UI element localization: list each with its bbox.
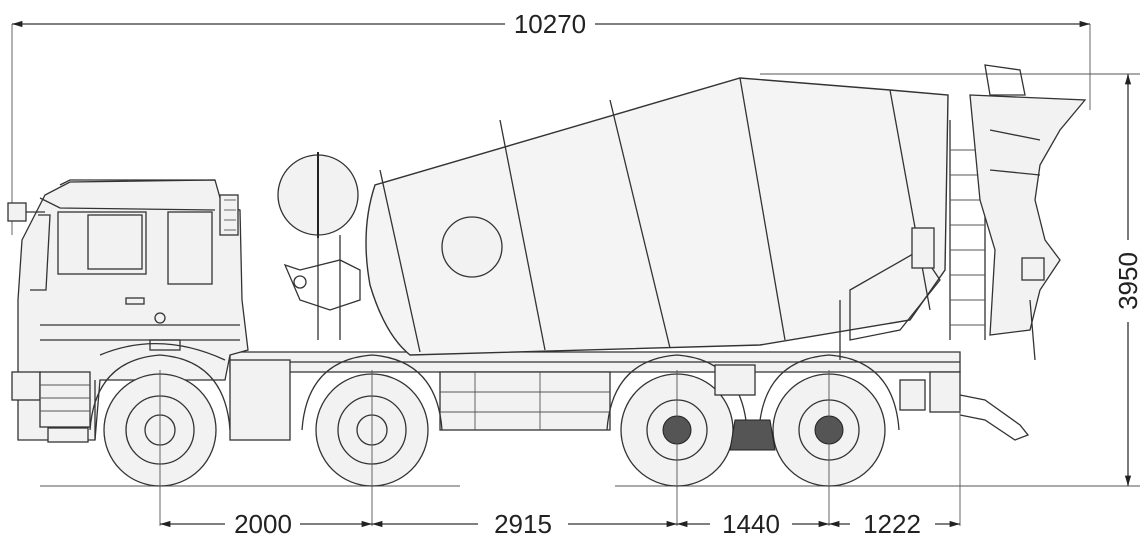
axle-spacing-dimensions: 2000 2915 1440 1222 bbox=[160, 509, 960, 538]
overall-height-label: 3950 bbox=[1113, 252, 1143, 310]
wheelbase-1-label: 2000 bbox=[234, 509, 292, 538]
chassis-frame-drawing bbox=[229, 351, 1030, 441]
truck-cab-drawing bbox=[7, 179, 249, 443]
overall-length-label: 10270 bbox=[514, 9, 586, 39]
wheelbase-3-label: 1440 bbox=[722, 509, 780, 538]
overall-length-dimension: 10270 bbox=[11, 9, 1091, 235]
mixer-drum-drawing bbox=[365, 77, 949, 360]
wheel-drawing bbox=[89, 354, 961, 526]
rear-overhang-label: 1222 bbox=[863, 509, 921, 538]
water-tank-drawing bbox=[277, 152, 361, 340]
hopper-drawing bbox=[969, 64, 1087, 361]
overall-height-dimension: 3950 bbox=[760, 73, 1143, 487]
wheelbase-2-label: 2915 bbox=[494, 509, 552, 538]
